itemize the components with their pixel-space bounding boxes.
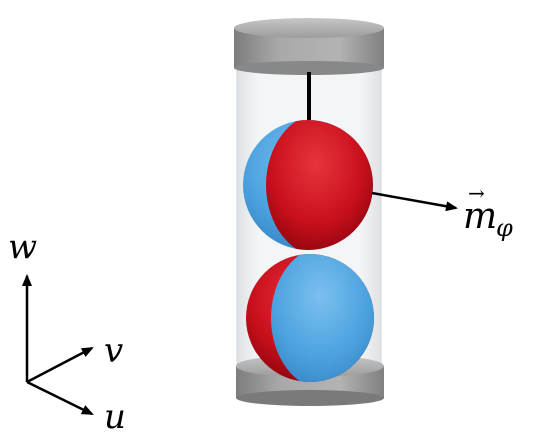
v-axis-label: v: [104, 331, 123, 371]
coordinate-axes: w v u: [8, 227, 126, 437]
u-axis: [26, 380, 94, 416]
moment-arrow: [371, 191, 458, 212]
v-axis: [26, 346, 94, 384]
moment-subscript: φ: [496, 214, 513, 242]
lower-sphere: [246, 254, 374, 382]
vector-accent: →: [468, 181, 485, 205]
upper-sphere: [243, 120, 373, 250]
top-cap: [234, 18, 384, 75]
u-axis-label: u: [104, 397, 126, 437]
moment-label: m → φ: [463, 181, 513, 242]
moment-symbol: m: [463, 196, 497, 237]
w-axis-label: w: [8, 227, 37, 267]
